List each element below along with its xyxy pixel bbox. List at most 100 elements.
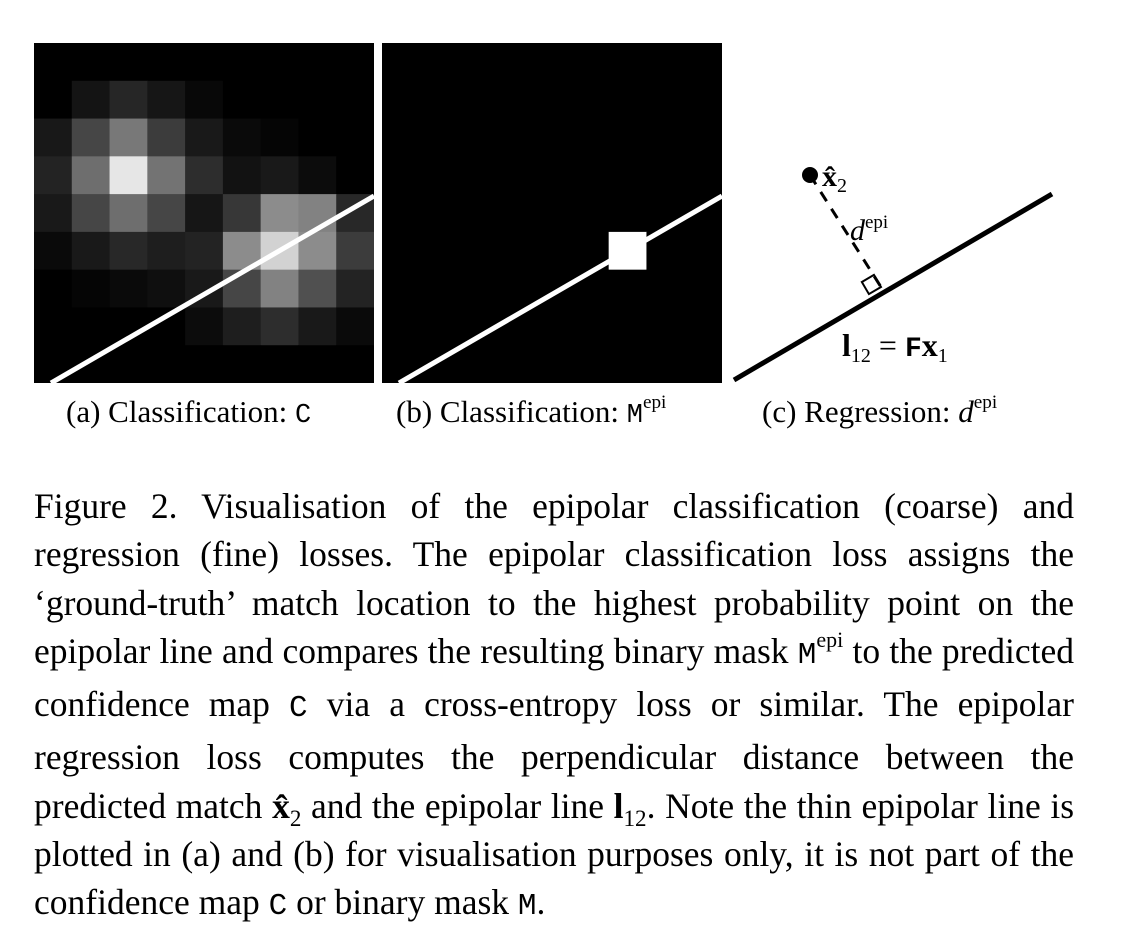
- heatmap-cell: [684, 231, 722, 271]
- heatmap-cell: [570, 307, 610, 346]
- heatmap-cell: [185, 80, 224, 120]
- heatmap-cell: [34, 231, 73, 271]
- heatmap-cell: [298, 118, 337, 157]
- heatmap-cell: [608, 194, 647, 233]
- heatmap-cell: [34, 118, 73, 157]
- heatmap-cell: [382, 307, 421, 346]
- heatmap-cell: [222, 345, 262, 383]
- heatmap-cell: [382, 231, 421, 271]
- heatmap-cell: [71, 269, 111, 308]
- heatmap-cell: [147, 231, 186, 271]
- heatmap-cell: [382, 269, 421, 308]
- heatmap-cell: [336, 231, 374, 271]
- regression-diagram: x̂2 depi l12 = Fx1: [732, 160, 1054, 383]
- heatmap-cell: [336, 307, 374, 346]
- figure-caption: Figure 2. Visualisation of the epipolar …: [34, 486, 1075, 925]
- sublabel-b: (b) Classification: Mepi: [396, 391, 667, 431]
- heatmap-cell: [457, 194, 496, 233]
- heatmap-cell: [457, 345, 496, 383]
- heatmap-cell: [419, 118, 459, 157]
- heatmap-cell: [185, 307, 224, 346]
- heatmap-cell: [222, 156, 262, 195]
- heatmap-cell: [608, 345, 647, 383]
- heatmap-cell: [570, 269, 610, 308]
- heatmap-cell: [147, 345, 186, 383]
- heatmap-cell: [608, 269, 647, 308]
- heatmap-cell: [222, 43, 262, 82]
- heatmap-cell: [533, 118, 572, 157]
- heatmap-cell: [109, 345, 148, 383]
- heatmap-cell: [260, 80, 299, 120]
- confidence-map-heatmap: [34, 43, 374, 383]
- heatmap-cell: [71, 231, 111, 271]
- heatmap-cell: [646, 307, 685, 346]
- heatmap-cell: [684, 118, 722, 157]
- heatmap-cell: [222, 269, 262, 308]
- line-label: l12 = Fx1: [842, 327, 948, 367]
- heatmap-cell: [336, 43, 374, 82]
- heatmap-cell: [608, 307, 647, 346]
- heatmap-cell: [260, 43, 299, 82]
- heatmap-cell: [260, 118, 299, 157]
- heatmap-cell: [684, 43, 722, 82]
- heatmap-cell: [608, 118, 647, 157]
- distance-label: depi: [850, 212, 888, 247]
- epipolar-line: [49, 193, 374, 383]
- heatmap-cell: [336, 80, 374, 120]
- panel-b-binary-mask: [382, 43, 722, 383]
- heatmap-cell: [109, 118, 148, 157]
- heatmap-cell: [684, 269, 722, 308]
- heatmap-cell: [457, 269, 496, 308]
- heatmap-cell: [684, 345, 722, 383]
- heatmap-cell: [185, 194, 224, 233]
- heatmap-cell: [533, 307, 572, 346]
- panel-c-regression-diagram: x̂2 depi l12 = Fx1: [730, 150, 1070, 390]
- heatmap-cell: [570, 80, 610, 120]
- heatmap-cell: [260, 156, 299, 195]
- heatmap-cell: [419, 307, 459, 346]
- heatmap-cell: [570, 43, 610, 82]
- heatmap-cell: [34, 307, 73, 346]
- heatmap-cell: [260, 194, 299, 233]
- predicted-point: [802, 167, 818, 183]
- heatmap-cell: [608, 80, 647, 120]
- heatmap-cell: [457, 43, 496, 82]
- heatmap-cell: [646, 269, 685, 308]
- sublabel-c: (c) Regression: depi: [762, 391, 998, 429]
- heatmap-cell: [495, 194, 534, 233]
- heatmap-cell: [570, 156, 610, 195]
- heatmap-cell: [71, 156, 111, 195]
- heatmap-cell: [260, 307, 299, 346]
- heatmap-cell: [382, 345, 421, 383]
- heatmap-cell: [34, 269, 73, 308]
- heatmap-cell: [457, 156, 496, 195]
- heatmap-cell: [382, 80, 421, 120]
- heatmap-cell: [495, 269, 534, 308]
- heatmap-cell: [336, 269, 374, 308]
- heatmap-cell: [222, 307, 262, 346]
- heatmap-cell: [71, 80, 111, 120]
- heatmap-cell: [457, 231, 496, 271]
- heatmap-cell: [298, 269, 337, 308]
- heatmap-cell: [222, 118, 262, 157]
- heatmap-cell: [533, 194, 572, 233]
- heatmap-cell: [684, 156, 722, 195]
- heatmap-cell: [419, 269, 459, 308]
- heatmap-cell: [419, 80, 459, 120]
- heatmap-cell: [336, 345, 374, 383]
- heatmap-cell: [570, 194, 610, 233]
- heatmap-cell: [495, 80, 534, 120]
- heatmap-cell: [34, 156, 73, 195]
- heatmap-cell: [109, 269, 148, 308]
- heatmap-cell: [260, 345, 299, 383]
- heatmap-cell: [71, 194, 111, 233]
- epipolar-line: [732, 191, 1054, 383]
- heatmap-cell: [185, 156, 224, 195]
- heatmap-cell: [34, 345, 73, 383]
- sublabel-a: (a) Classification: C: [66, 394, 312, 431]
- point-label: x̂2: [822, 160, 847, 197]
- heatmap-cell: [646, 43, 685, 82]
- heatmap-cell: [608, 43, 647, 82]
- heatmap-cell: [533, 345, 572, 383]
- heatmap-cell: [147, 118, 186, 157]
